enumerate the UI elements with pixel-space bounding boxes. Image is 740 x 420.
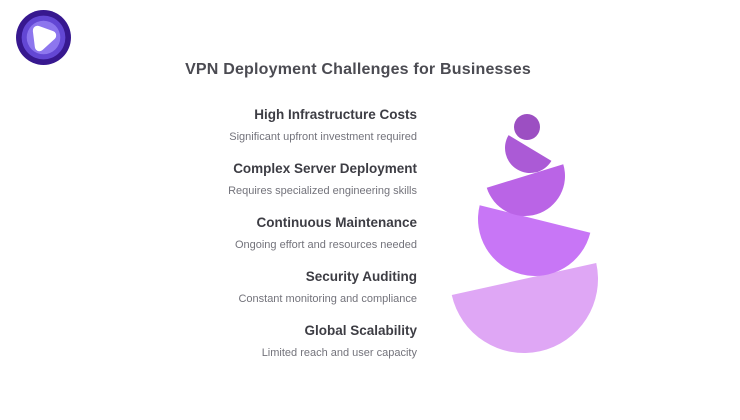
challenge-item-server-deployment: Complex Server Deployment Requires speci… (137, 160, 417, 199)
challenge-subtitle: Significant upfront investment required (229, 131, 417, 143)
pebble-ball (514, 114, 540, 140)
challenge-subtitle: Constant monitoring and compliance (238, 293, 417, 305)
challenge-item-infrastructure: High Infrastructure Costs Significant up… (137, 106, 417, 145)
challenge-title: Continuous Maintenance (256, 215, 417, 230)
challenge-title: Security Auditing (305, 269, 417, 284)
purevpn-logo-icon (16, 10, 71, 65)
challenge-subtitle: Limited reach and user capacity (261, 347, 417, 359)
challenge-item-scalability: Global Scalability Limited reach and use… (137, 322, 417, 361)
challenge-item-maintenance: Continuous Maintenance Ongoing effort an… (137, 214, 417, 253)
challenge-subtitle: Requires specialized engineering skills (228, 185, 417, 197)
challenge-list: High Infrastructure Costs Significant up… (137, 106, 417, 376)
challenge-title: High Infrastructure Costs (254, 107, 417, 122)
pebble-largest (451, 262, 613, 368)
pebble-large (465, 205, 591, 289)
challenge-title: Global Scalability (304, 323, 417, 338)
pebble-small (495, 135, 552, 183)
pebble-medium (486, 164, 575, 226)
challenge-subtitle: Ongoing effort and resources needed (234, 239, 417, 251)
challenge-item-security-auditing: Security Auditing Constant monitoring an… (137, 268, 417, 307)
challenge-title: Complex Server Deployment (233, 161, 417, 176)
logo-core-mark (32, 25, 57, 52)
page-title: VPN Deployment Challenges for Businesses (185, 61, 531, 78)
